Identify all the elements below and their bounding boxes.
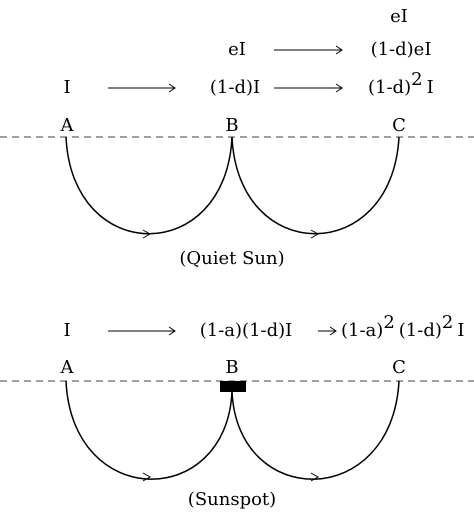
- spot-loop-a-b: [65, 380, 233, 480]
- spot-point-b-label: B: [225, 357, 238, 378]
- quiet-sun-caption: (Quiet Sun): [179, 248, 284, 269]
- quiet-c-top-label: eI: [390, 6, 408, 27]
- quiet-a-intensity-label: I: [63, 77, 70, 98]
- sunspot-block: [220, 381, 246, 392]
- spot-loop-b-c-arrowhead: [310, 472, 320, 482]
- spot-point-a-label: A: [60, 357, 75, 378]
- spot-loop-b-c: [231, 380, 400, 480]
- quiet-c-mid-label: (1-d)eI: [371, 39, 432, 60]
- quiet-loop-b-c: [231, 136, 400, 235]
- quiet-point-b-label: B: [225, 115, 238, 136]
- quiet-loop-a-b-arrowhead: [142, 229, 152, 239]
- spot-arrow-right: [318, 326, 337, 336]
- quiet-arrow-row1-right: [274, 83, 343, 93]
- quiet-loop-b-c-arrowhead: [310, 229, 320, 239]
- sunspot-caption: (Sunspot): [188, 489, 276, 510]
- spot-arrow-left: [108, 326, 176, 336]
- quiet-b-intensity-label: (1-d)I: [210, 77, 260, 98]
- spot-loop-a-b-arrowhead: [142, 472, 152, 482]
- quiet-arrow-row1-left: [108, 83, 176, 93]
- quiet-arrow-row2: [274, 45, 343, 55]
- quiet-b-reflect-label: eI: [228, 39, 246, 60]
- spot-point-c-label: C: [392, 357, 406, 378]
- quiet-point-c-label: C: [392, 115, 406, 136]
- spot-a-intensity-label: I: [63, 320, 70, 341]
- quiet-point-a-label: A: [60, 115, 75, 136]
- quiet-loop-a-b: [65, 136, 233, 235]
- spot-b-intensity-label: (1-a)(1-d)I: [200, 320, 293, 341]
